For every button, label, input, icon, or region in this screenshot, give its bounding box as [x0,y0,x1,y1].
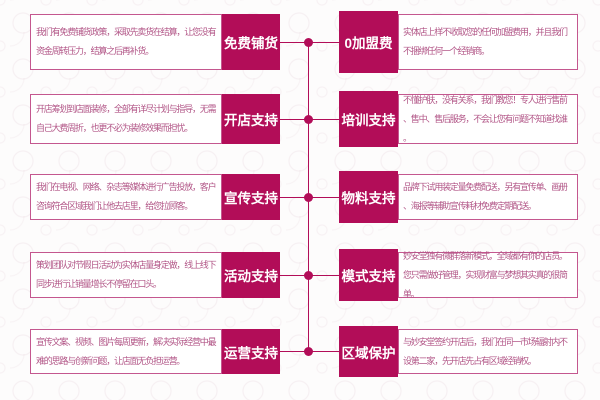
left-text: 我们有免费铺货政策，采取先卖货在结算，让您没有资金周转压力，结算之后再补货。 [36,27,217,56]
right-text: 与妙安堂签约开店后，我们在同一市场辐射内不设第二家，先开店先占有区域经销权。 [403,336,568,366]
support-row-3: 我们在电视、网络、杂志等媒体进行广告投放，客户咨询符合区域我们让他去店里，给您拉… [0,171,600,223]
right-text: 实体店上样不收取您的任何加盟费用，并且我们不捆绑任何一个经销商。 [403,27,568,56]
left-text: 开店筹划到店面装修，全部有详尽计划与指导，无需自己大费周折，也更不必为装修效果而… [36,104,217,133]
left-badge-promotion: 宣传支持 [222,174,280,220]
right-text-box: 与妙安堂签约开店后，我们在同一市场辐射内不设第二家，先开店先占有区域经销权。 [398,329,578,374]
right-badge-training: 培训支持 [339,91,398,147]
left-badge-open-support: 开店支持 [222,94,280,144]
left-text-box: 宣传文案、视频、图片每周更新，解决实际经营中最难的思路与创新问题，让店面无负担运… [30,329,222,374]
right-badge-model: 模式支持 [339,249,398,301]
node-dot [304,347,313,356]
left-badge-activity: 活动支持 [222,252,280,298]
right-text-box: 品牌下试用装定量免费配送，另有宣传单、画册、海报等辅助宣传耗材免费定期配送。 [398,174,578,220]
support-row-5: 宣传文案、视频、图片每周更新，解决实际经营中最难的思路与创新问题，让店面无负担运… [0,326,600,377]
right-text: 妙安堂独有微群落新模式，全域都有你的店员。您只需做好管理，实现财富与梦想其实真的… [403,250,568,299]
left-text-box: 我们在电视、网络、杂志等媒体进行广告投放，客户咨询符合区域我们让他去店里，给您拉… [30,174,222,220]
right-badge-territory: 区域保护 [339,326,398,377]
support-row-4: 策划团队对节假日活动为实体店量身定做，线上线下同步进行让销量增长不停留在口头。 … [0,249,600,301]
left-text: 我们在电视、网络、杂志等媒体进行广告投放，客户咨询符合区域我们让他去店里，给您拉… [36,182,217,211]
right-text-box: 不懂护肤，没有关系，我们教您！专人进行售前、售中、售后服务，不会让您有问题不知道… [398,94,578,144]
node-dot [304,270,313,280]
left-badge-free-stock: 免费铺货 [222,14,280,70]
right-text: 品牌下试用装定量免费配送，另有宣传单、画册、海报等辅助宣传耗材免费定期配送。 [403,182,568,211]
left-text: 宣传文案、视频、图片每周更新，解决实际经营中最难的思路与创新问题，让店面无负担运… [36,336,217,366]
node-dot [304,192,313,202]
right-text-box: 妙安堂独有微群落新模式，全域都有你的店员。您只需做好管理，实现财富与梦想其实真的… [398,251,578,299]
right-text-box: 实体店上样不收取您的任何加盟费用，并且我们不捆绑任何一个经销商。 [398,14,578,70]
node-dot [304,37,313,47]
node-dot [304,114,313,124]
left-text-box: 策划团队对节假日活动为实体店量身定做，线上线下同步进行让销量增长不停留在口头。 [30,252,222,298]
support-row-2: 开店筹划到店面装修，全部有详尽计划与指导，无需自己大费周折，也更不必为装修效果而… [0,91,600,147]
left-text: 策划团队对节假日活动为实体店量身定做，线上线下同步进行让销量增长不停留在口头。 [36,260,217,289]
support-row-1: 我们有免费铺货政策，采取先卖货在结算，让您没有资金周转压力，结算之后再补货。 免… [0,11,600,73]
left-text-box: 开店筹划到店面装修，全部有详尽计划与指导，无需自己大费周折，也更不必为装修效果而… [30,94,222,144]
right-badge-zero-fee: 0加盟费 [339,11,398,73]
left-badge-operation: 运营支持 [222,329,280,374]
right-badge-materials: 物料支持 [339,171,398,223]
left-text-box: 我们有免费铺货政策，采取先卖货在结算，让您没有资金周转压力，结算之后再补货。 [30,14,222,70]
right-text: 不懂护肤，没有关系，我们教您！专人进行售前、售中、售后服务，不会让您有问题不知道… [403,94,568,143]
